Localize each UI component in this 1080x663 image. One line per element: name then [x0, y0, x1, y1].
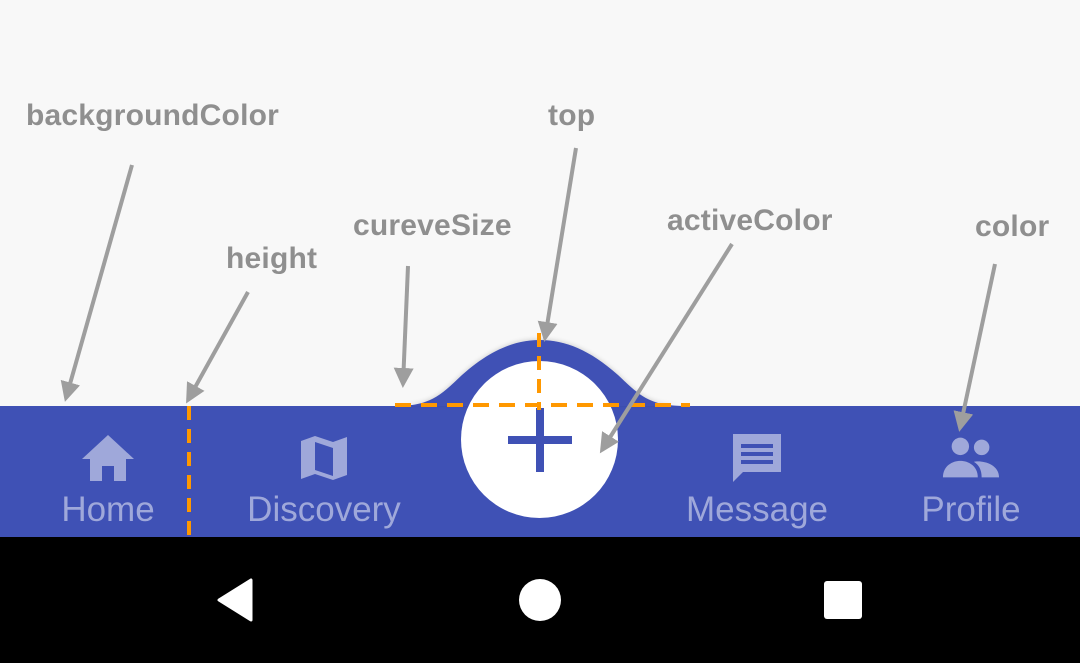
annotation-active-color: activeColor: [667, 204, 833, 237]
color-arrow: [953, 263, 997, 432]
tab-label-message: Message: [685, 490, 829, 529]
home-icon: [78, 428, 138, 488]
annotation-color: color: [975, 210, 1050, 243]
tab-label-home: Home: [61, 490, 155, 529]
annotation-curve-size: cureveSize: [353, 209, 512, 242]
recents-square-icon[interactable]: [818, 575, 868, 625]
map-icon: [294, 428, 354, 488]
plus-icon: [507, 407, 572, 472]
message-icon: [727, 428, 787, 488]
people-icon: [941, 428, 1001, 488]
annotation-height: height: [226, 242, 318, 275]
height-arrow: [186, 291, 250, 404]
tab-discovery[interactable]: Discovery: [244, 406, 404, 537]
background-color-arrow: [60, 164, 134, 402]
top-arrow: [537, 147, 578, 342]
tab-profile[interactable]: Profile: [911, 406, 1031, 537]
curve-size-arrow: [393, 265, 414, 388]
home-circle-icon[interactable]: [515, 575, 565, 625]
tab-label-discovery: Discovery: [247, 490, 401, 529]
active-color-arrow: [599, 242, 734, 454]
tab-home[interactable]: Home: [38, 406, 178, 537]
tab-label-profile: Profile: [921, 490, 1021, 529]
annotation-background-color: backgroundColor: [26, 99, 280, 132]
back-triangle-icon[interactable]: [210, 575, 260, 625]
annotation-top: top: [548, 99, 596, 132]
tab-message[interactable]: Message: [682, 406, 832, 537]
